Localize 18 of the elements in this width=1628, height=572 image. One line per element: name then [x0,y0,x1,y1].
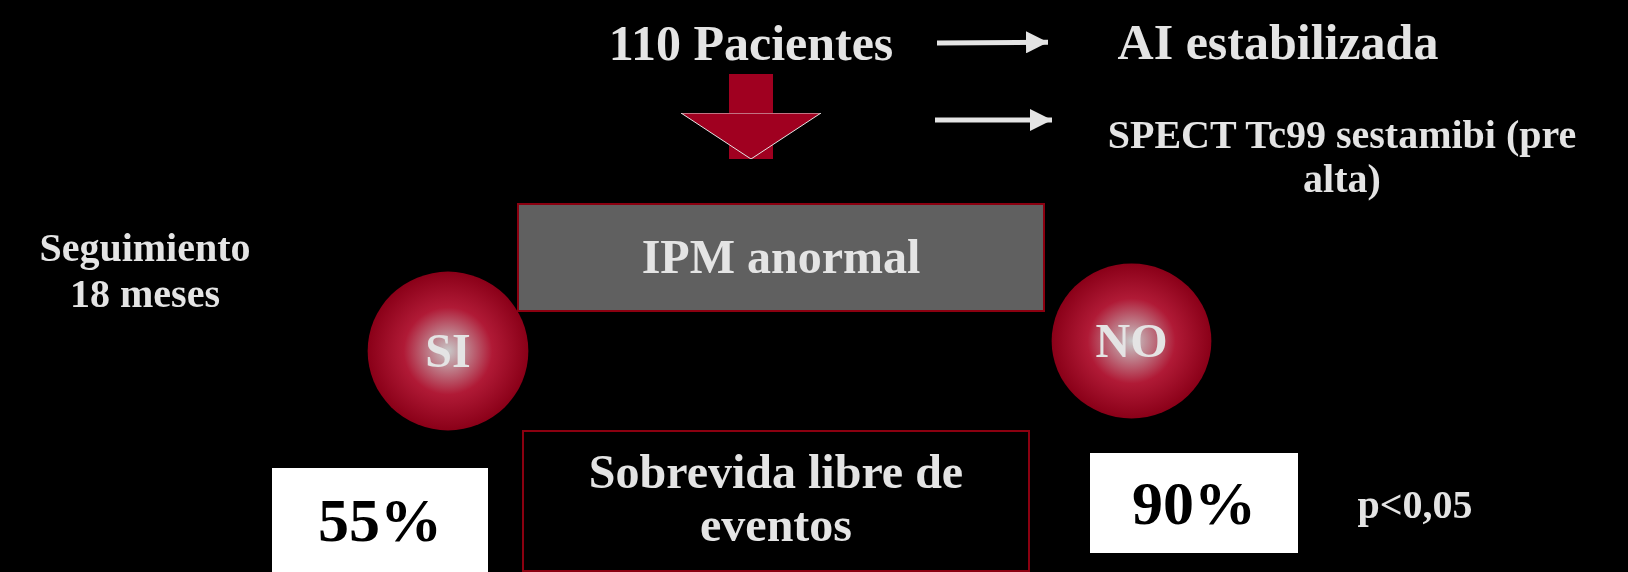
arrow [937,31,1048,54]
percent-box [1090,453,1298,553]
node-text: IPM anormal [641,231,921,284]
no-circle [1050,262,1213,420]
node-text: 55% [318,485,442,555]
p-value-note: p<0,05 [1356,482,1474,528]
result-box [517,203,1045,312]
node-text: 110 Pacientes [608,15,894,71]
follow-up-note: Seguimiento 18 meses [38,225,252,317]
node-text: AI estabilizada [1117,14,1439,70]
yes-circle [366,270,530,432]
node-text: Sobrevida libre de eventos [587,446,965,552]
arrow [680,74,822,160]
node-text: 90% [1132,468,1256,538]
outcome-box [522,430,1030,572]
arrow [935,109,1052,131]
node-text: SI [425,324,471,378]
percent-box [272,468,488,572]
